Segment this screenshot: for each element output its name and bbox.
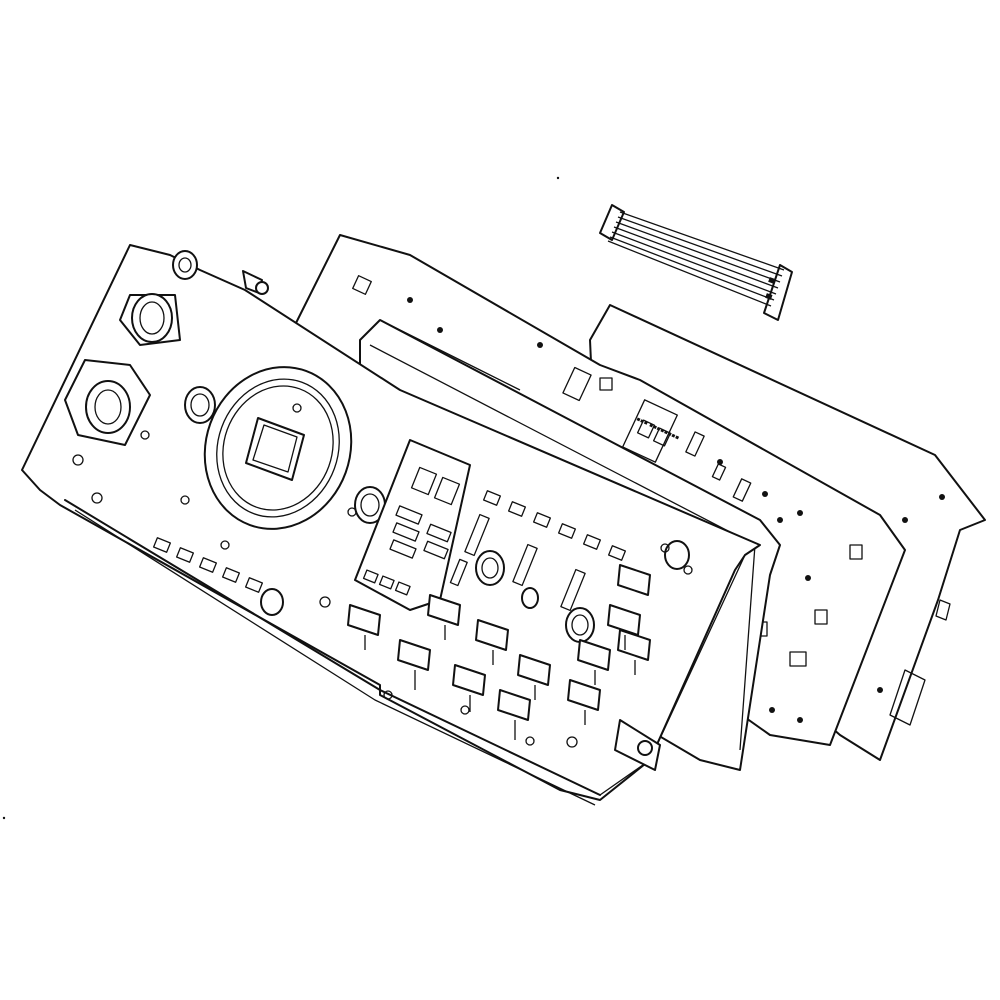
tactile-switch-array <box>347 564 651 740</box>
bezel-holes <box>72 403 693 748</box>
round-button <box>184 386 690 643</box>
switch-post <box>449 513 586 612</box>
console-front-bezel <box>21 244 761 806</box>
scan-dot <box>2 816 6 820</box>
rotary-knob-shafts <box>64 293 181 446</box>
mount-boss <box>172 250 198 280</box>
wire-harness-connector <box>599 204 793 321</box>
button-panel <box>354 439 471 611</box>
mounting-screw <box>242 270 269 295</box>
key-row <box>152 490 627 593</box>
display-window-ring <box>203 366 353 530</box>
scan-dot <box>556 176 560 180</box>
side-bracket <box>614 719 661 771</box>
